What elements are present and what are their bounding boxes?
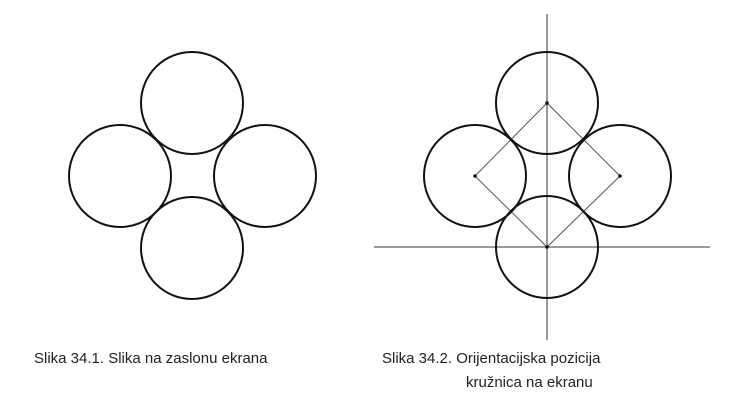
circle-top bbox=[495, 51, 599, 155]
circle-bottom bbox=[140, 196, 244, 300]
caption-figure-34-2-line1: Slika 34.2. Orijentacijska pozicija bbox=[382, 350, 601, 367]
figure-34-1 bbox=[68, 51, 317, 300]
caption-figure-34-2-line2: kružnica na ekranu bbox=[466, 374, 593, 391]
circle-left bbox=[423, 124, 527, 228]
caption-figure-34-1: Slika 34.1. Slika na zaslonu ekrana bbox=[34, 350, 268, 367]
circle-right bbox=[213, 124, 317, 228]
circle-bottom bbox=[495, 195, 599, 299]
center-point-bottom bbox=[545, 245, 549, 249]
center-point-left bbox=[473, 174, 477, 178]
circle-right bbox=[568, 124, 672, 228]
center-point-top bbox=[545, 101, 549, 105]
circle-top bbox=[140, 51, 244, 155]
circle-left bbox=[68, 124, 172, 228]
figure-34-2 bbox=[374, 14, 710, 340]
center-point-right bbox=[618, 174, 622, 178]
